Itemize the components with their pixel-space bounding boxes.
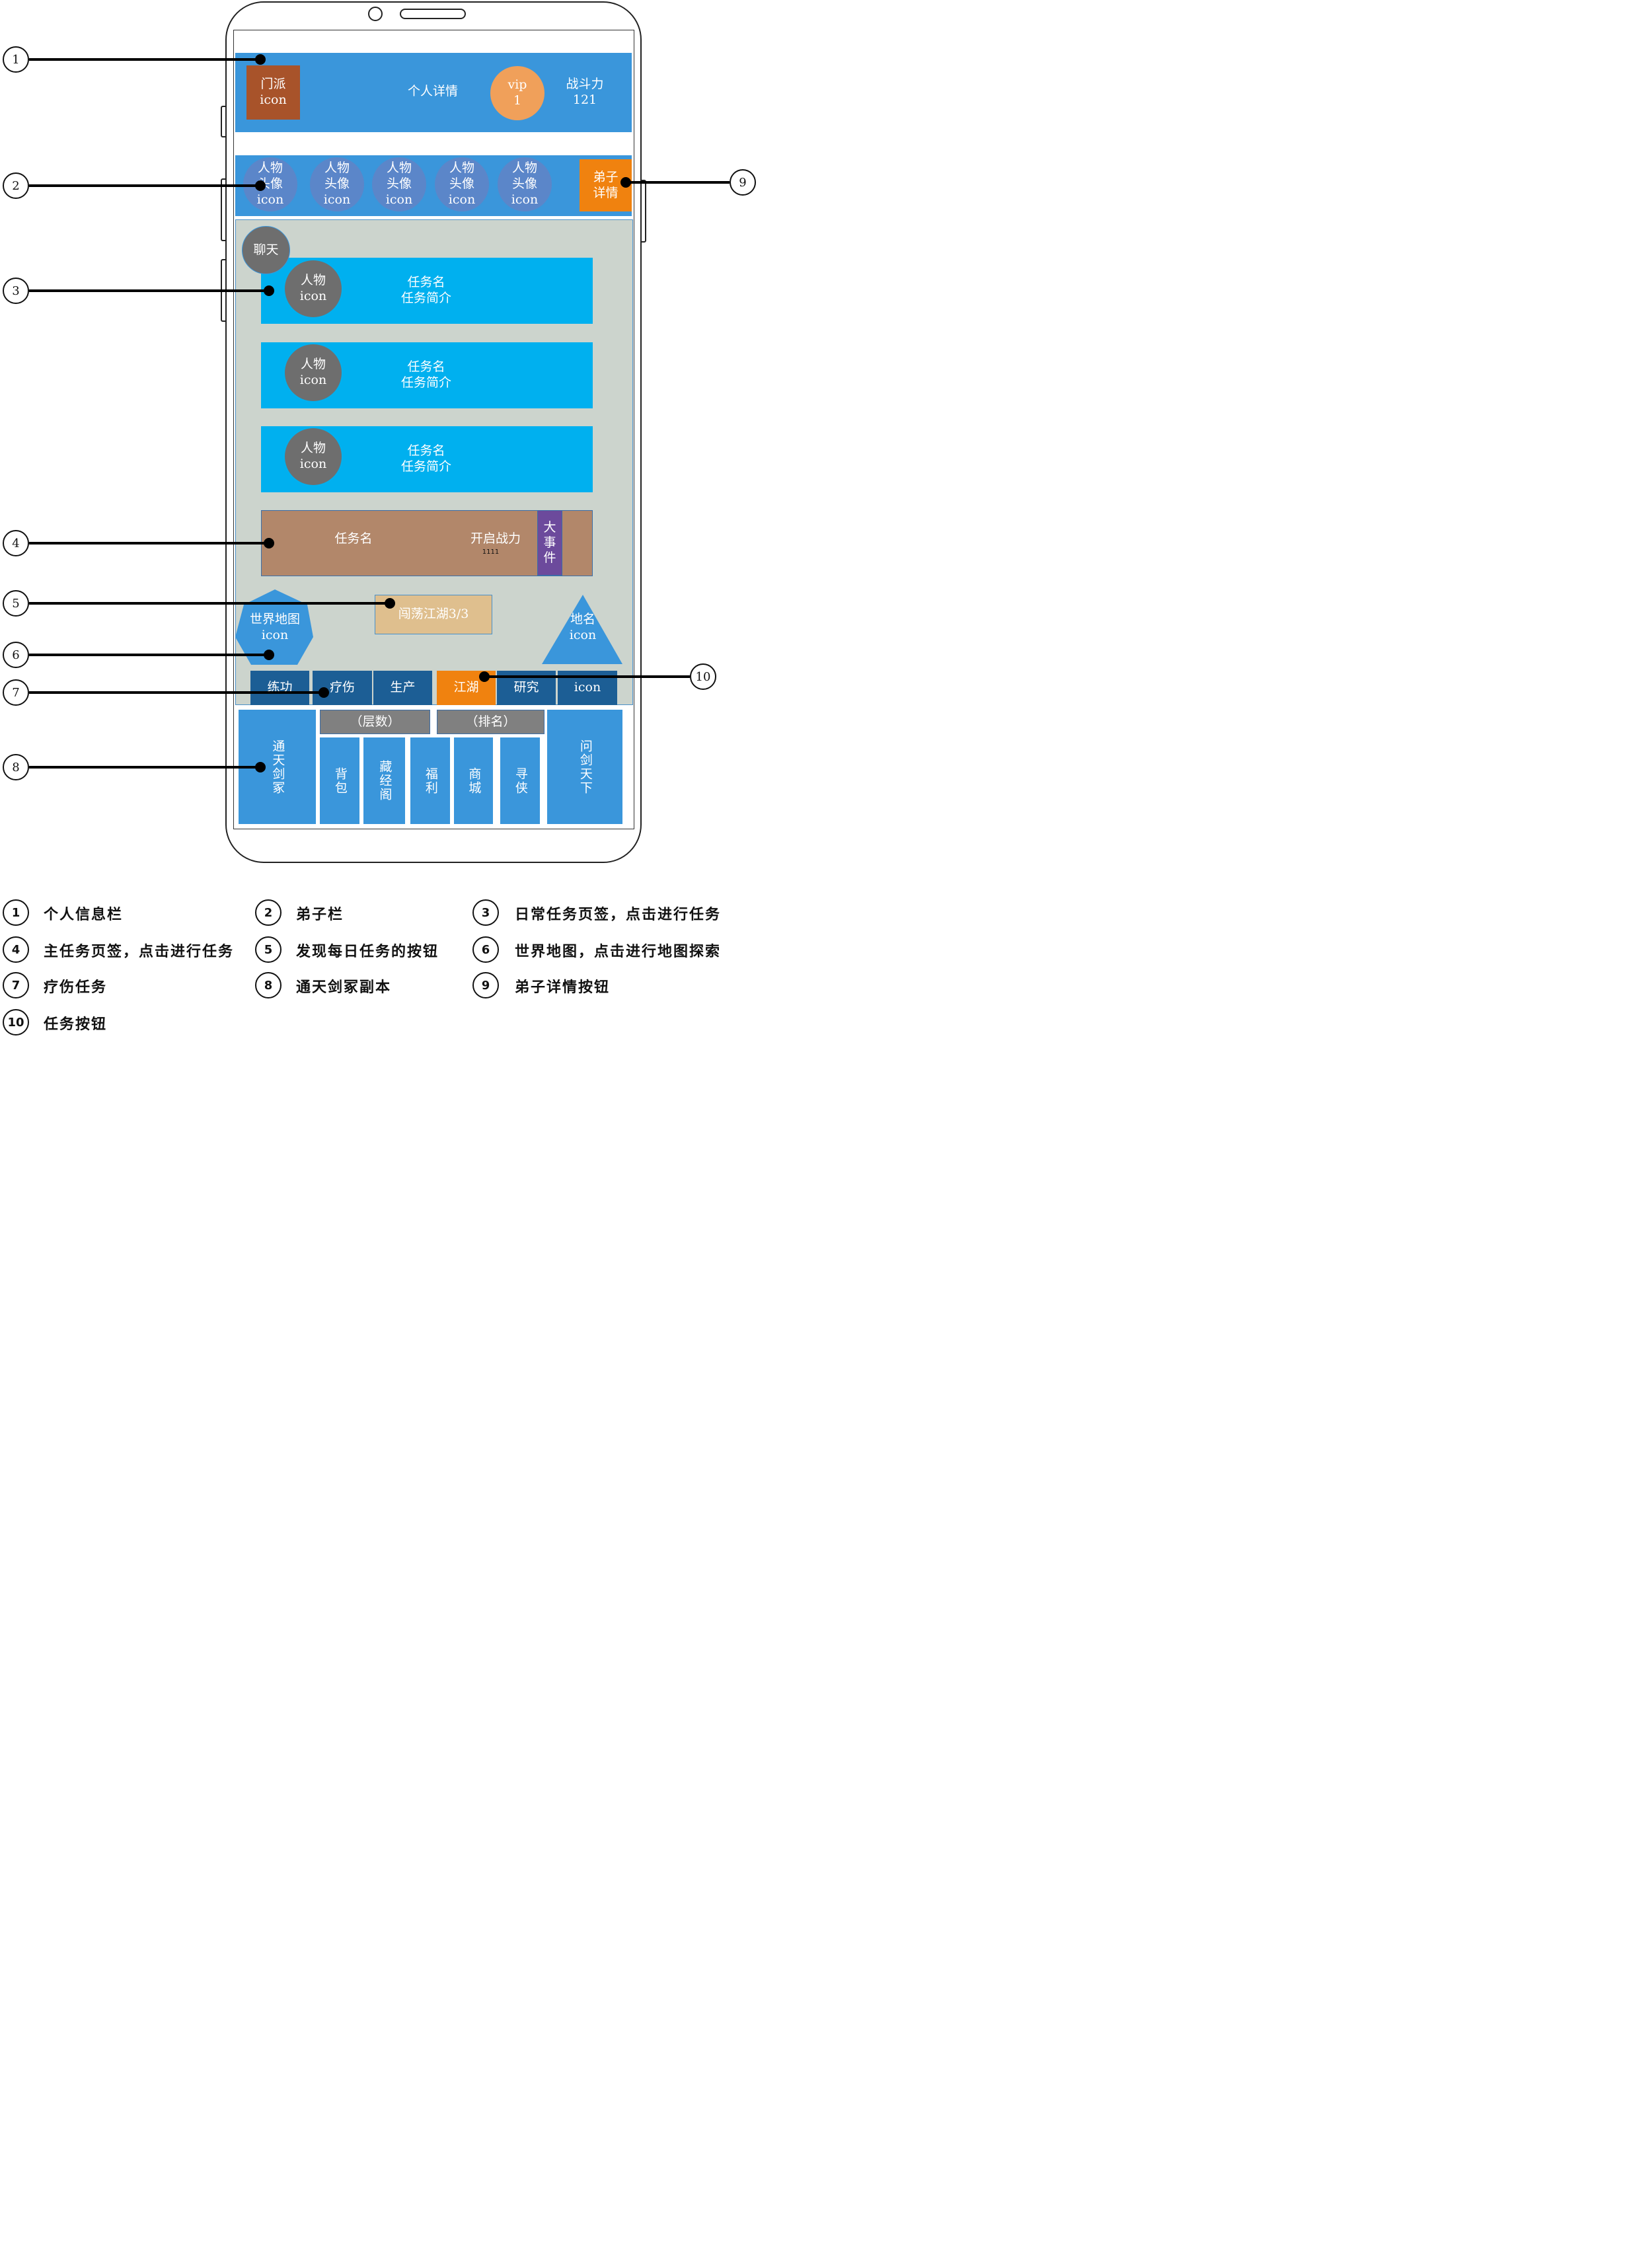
tower-dungeon-button[interactable]: 通天剑冢 [239,710,316,824]
task-character-icon: 人物 icon [285,344,342,401]
combat-power: 战斗力 121 [566,77,604,107]
task-character-icon: 人物 icon [285,260,342,317]
callout-3: 3 [3,278,29,304]
legend-text: 主任务页签，点击进行任务 [44,944,235,960]
tab-practice[interactable]: 练功 [250,671,309,705]
legend-number: 9 [472,972,499,998]
legend-text: 日常任务页签，点击进行任务 [515,907,722,923]
welfare-button[interactable]: 福利 [410,737,450,824]
world-map-button[interactable]: 世界地图 icon [249,612,300,642]
callout-1: 1 [3,46,29,73]
legend-number: 7 [3,972,29,998]
personal-info-bar [235,53,632,132]
daily-task-text: 任务名 任务简介 [400,275,451,305]
library-button[interactable]: 藏经阁 [363,737,405,824]
legend-text: 个人信息栏 [44,907,124,923]
vip-badge[interactable]: vip 1 [490,66,544,120]
side-button-volume-down [221,178,226,241]
main-task-open-power: 开启战力 [470,531,521,546]
daily-task-text: 任务名 任务简介 [400,359,451,390]
legend-number: 10 [3,1009,29,1035]
legend-number: 5 [255,936,282,963]
sect-icon-button[interactable]: 门派 icon [246,65,300,120]
legend-text: 弟子详情按钮 [515,979,611,996]
daily-task-text: 任务名 任务简介 [400,443,451,474]
legend-number: 6 [472,936,499,963]
find-hero-button[interactable]: 寻侠 [500,737,540,824]
disciple-bar [235,155,632,216]
legend-text: 世界地图，点击进行地图探索 [515,944,722,960]
legend-text: 通天剑冢副本 [296,979,392,996]
wander-jianghu-button[interactable]: 闯荡江湖3/3 [375,595,492,634]
tab-icon[interactable]: icon [558,671,617,705]
legend-text: 疗伤任务 [44,979,108,996]
place-name-button[interactable]: 地名 icon [569,612,597,642]
tab-jianghu[interactable]: 江湖 [437,671,496,705]
tab-produce[interactable]: 生产 [373,671,432,705]
legend-text: 任务按钮 [44,1016,108,1033]
callout-7: 7 [3,679,29,706]
legend-number: 1 [3,899,29,926]
legend-number: 2 [255,899,282,926]
major-event-button[interactable]: 大 事 件 [537,510,562,576]
side-button-power [641,180,646,243]
callout-2: 2 [3,172,29,199]
camera-icon [368,7,383,21]
disciple-avatar[interactable]: 人物 头像 icon [243,157,297,211]
shop-button[interactable]: 商城 [454,737,493,824]
callout-8: 8 [3,754,29,780]
callout-4: 4 [3,530,29,556]
legend-number: 8 [255,972,282,998]
speaker-slot [400,9,466,19]
legend-number: 4 [3,936,29,963]
legend-number: 3 [472,899,499,926]
callout-6: 6 [3,642,29,668]
callout-5: 5 [3,590,29,617]
side-button-volume-up [221,106,226,137]
disciple-avatar[interactable]: 人物 头像 icon [498,157,552,211]
side-button-left [221,259,226,322]
disciple-avatar[interactable]: 人物 头像 icon [310,157,364,211]
legend-text: 弟子栏 [296,907,344,923]
bag-button[interactable]: 背包 [320,737,359,824]
ask-sword-button[interactable]: 问剑天下 [547,710,622,824]
main-task-name: 任务名 [334,531,373,546]
legend-text: 发现每日任务的按钮 [296,944,439,960]
tab-research[interactable]: 研究 [497,671,556,705]
disciple-detail-button[interactable]: 弟子 详情 [580,159,632,211]
page-title[interactable]: 个人详情 [407,84,458,99]
rank-label: （排名） [437,710,544,734]
disciple-avatar[interactable]: 人物 头像 icon [372,157,426,211]
floors-label: （层数） [320,710,430,734]
task-character-icon: 人物 icon [285,428,342,485]
chat-button[interactable]: 聊天 [242,226,290,274]
callout-9: 9 [730,169,756,196]
main-task-power-value: 1111 [482,548,500,556]
disciple-avatar[interactable]: 人物 头像 icon [435,157,489,211]
callout-10: 10 [690,663,716,690]
tab-heal[interactable]: 疗伤 [313,671,372,705]
